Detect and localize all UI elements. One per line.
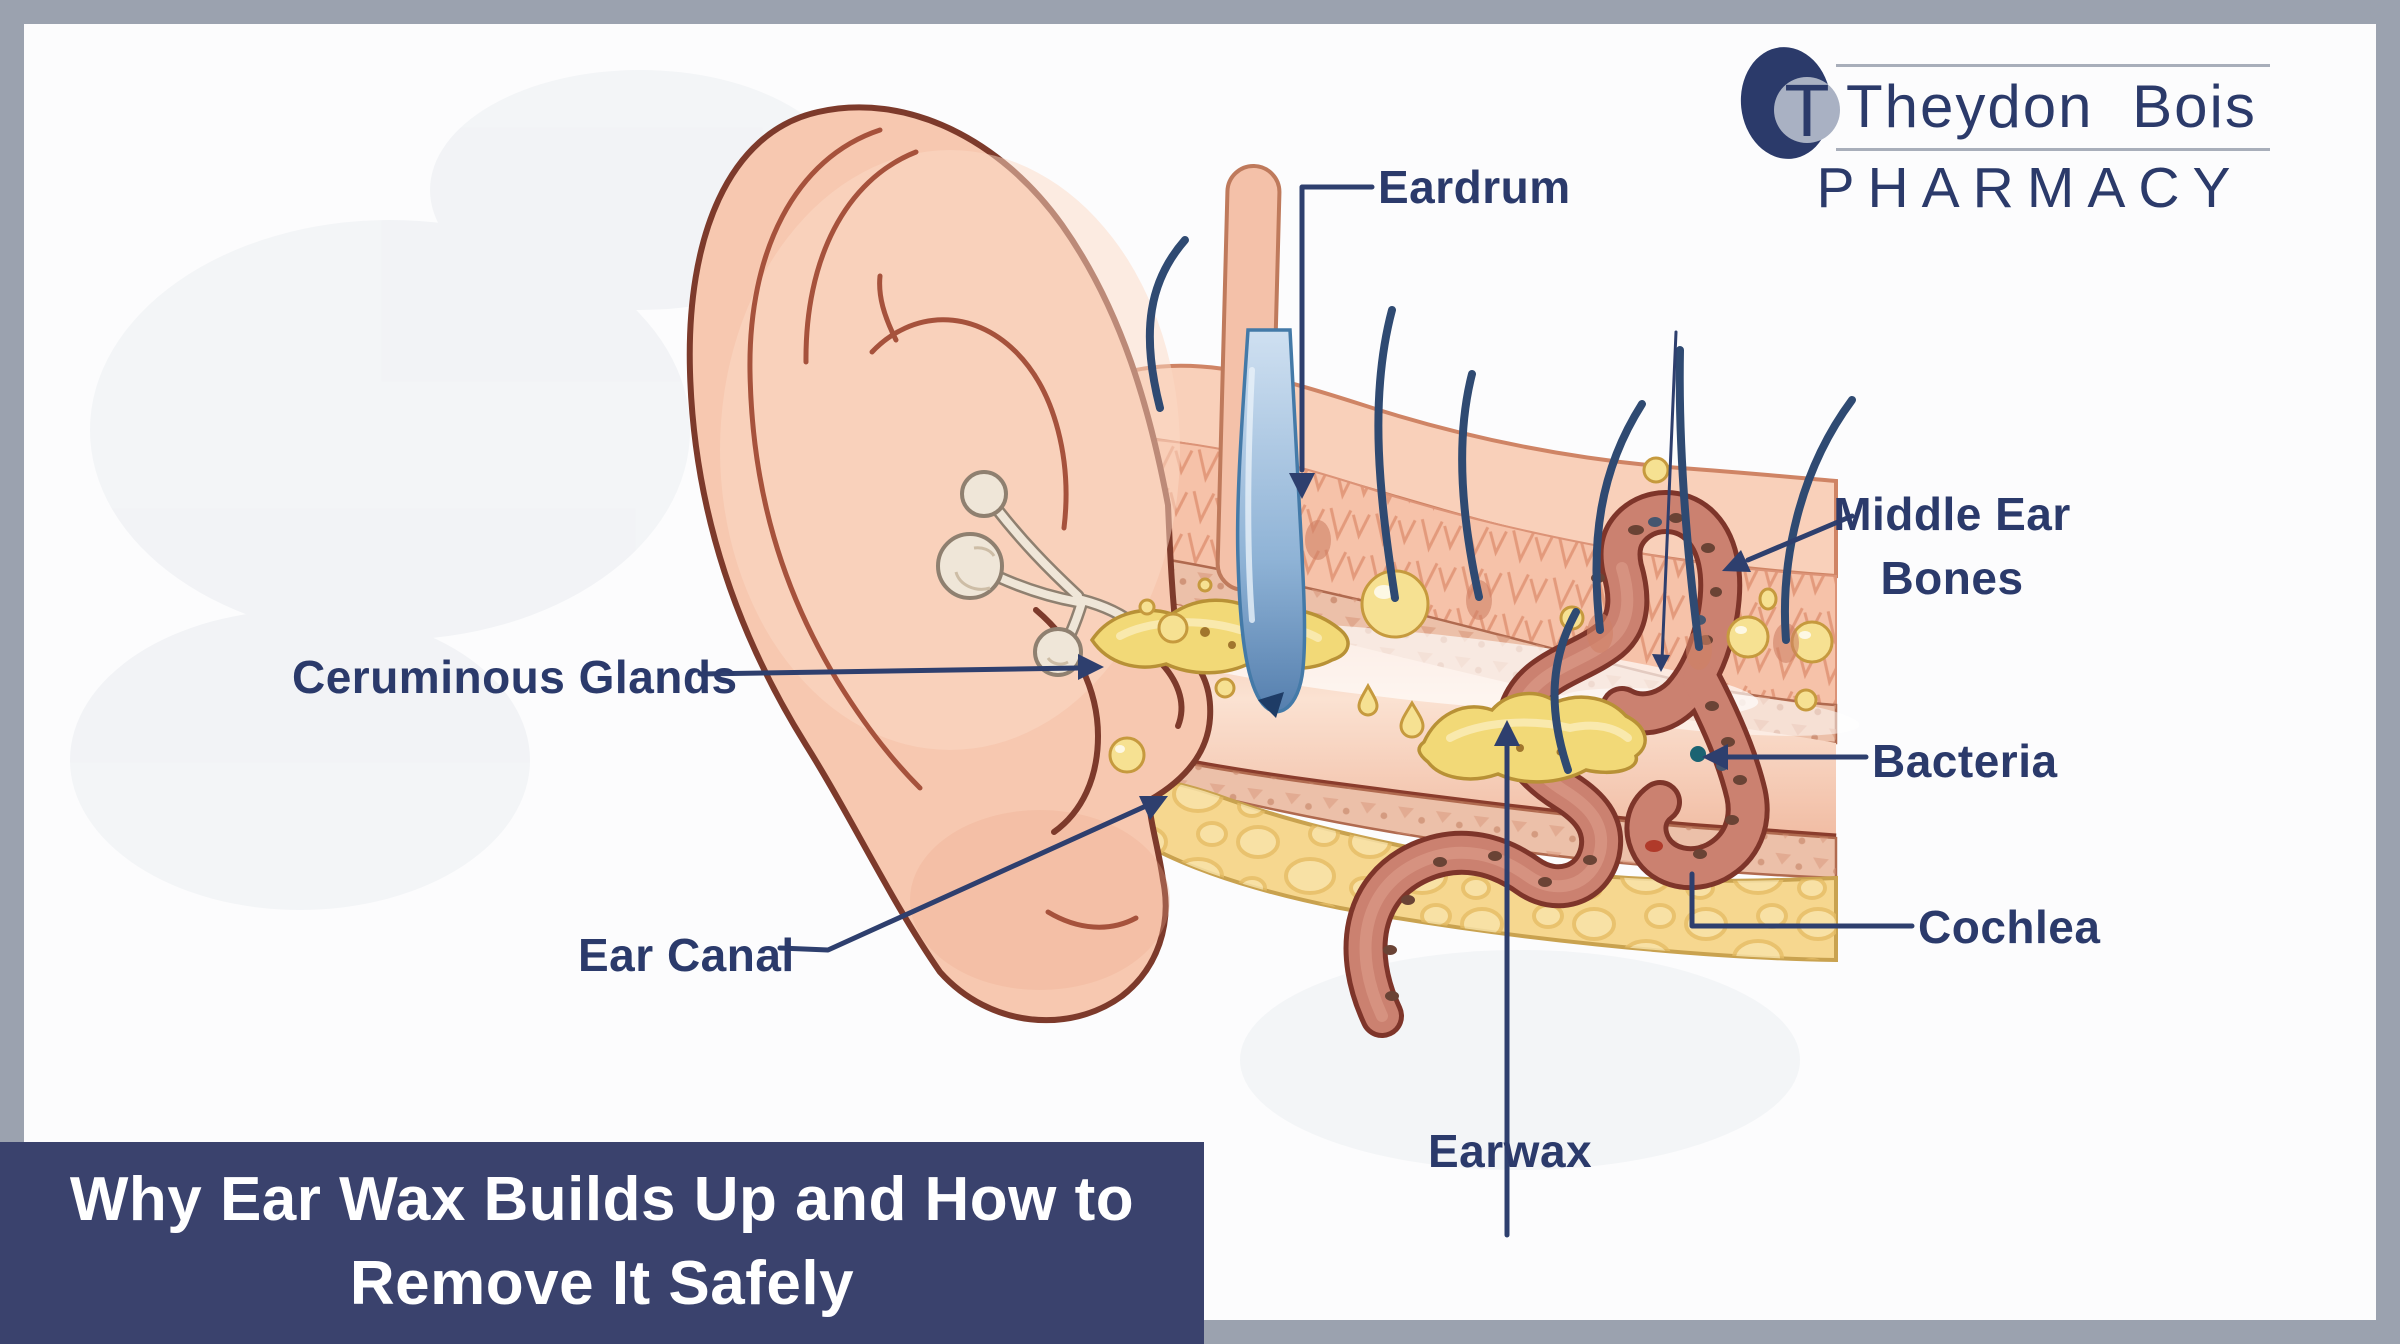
logo-divider-bottom [1836, 148, 2270, 151]
label-middle-ear-bones: Middle Ear Bones [1833, 488, 2071, 604]
pharmacy-logo-mark: T [1740, 47, 1840, 159]
label-ear-canal: Ear Canal [578, 929, 795, 981]
label-cochlea: Cochlea [1918, 901, 2101, 953]
ceruminous-glands-illustration [936, 470, 1143, 677]
logo-subtitle: PHARMACY [1816, 156, 2244, 220]
label-eardrum: Eardrum [1378, 161, 1571, 213]
ear-hairs [1145, 236, 1856, 774]
eardrum-structure [1215, 163, 1307, 718]
label-bacteria: Bacteria [1872, 735, 2058, 787]
logo-monogram: T [1784, 69, 1829, 152]
logo-divider-top [1836, 64, 2270, 67]
logo-brand-name: Theydon Bois [1846, 73, 2257, 140]
title-banner: Why Ear Wax Builds Up and How to Remove … [0, 1142, 1204, 1344]
label-ceruminous-glands: Ceruminous Glands [292, 651, 738, 703]
label-earwax: Earwax [1428, 1125, 1593, 1177]
title-line-1: Why Ear Wax Builds Up and How to [69, 1165, 1135, 1234]
leader-arrowheads [1078, 473, 1751, 820]
middle-ear-bones-illustration [1343, 490, 1770, 1038]
label-leader-lines [697, 184, 1915, 1238]
title-line-2: Remove It Safely [349, 1249, 855, 1318]
